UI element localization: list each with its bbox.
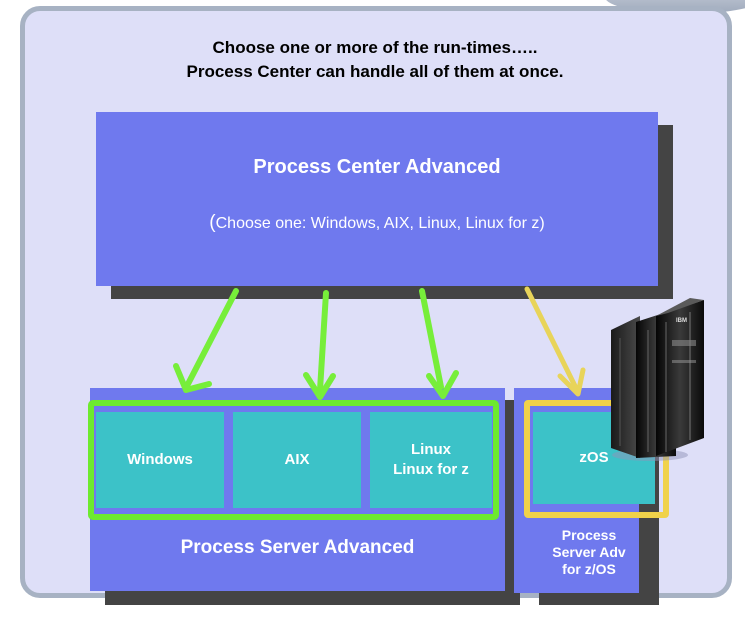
diagram-title: Choose one or more of the run-times….. P… — [80, 36, 670, 84]
subtitle-text: Choose one: Windows, AIX, Linux, Linux f… — [215, 215, 545, 232]
arrow-to-windows — [173, 288, 239, 393]
process-center-title: Process Center Advanced — [253, 156, 501, 178]
runtime-windows: Windows — [96, 412, 224, 508]
runtime-linux-line-2: Linux for z — [393, 461, 469, 478]
zos-server-label-line-3: for z/OS — [562, 561, 616, 577]
arrow-to-aix — [303, 290, 336, 400]
distributed-runtimes-highlight — [88, 400, 499, 520]
process-server-label: Process Server Advanced — [180, 537, 415, 558]
subtitle-paren: ( — [209, 212, 216, 233]
runtime-aix: AIX — [233, 412, 361, 508]
arrow-to-zos — [524, 286, 586, 397]
runtime-linux: Linux Linux for z — [370, 412, 492, 508]
arrow-to-linux — [419, 288, 459, 399]
runtime-linux-line-1: Linux — [411, 441, 451, 458]
zos-server-label: Process Server Adv for z/OS — [528, 527, 650, 578]
process-center-subtitle: (Choose one: Windows, AIX, Linux, Linux … — [96, 212, 658, 234]
zos-server-label-line-2: Server Adv — [552, 544, 626, 560]
mainframe-illustration: IBM — [611, 298, 704, 461]
title-line-1: Choose one or more of the run-times….. — [212, 38, 538, 57]
process-center-box: Process Center Advanced (Choose one: Win… — [96, 112, 658, 286]
title-line-2: Process Center can handle all of them at… — [186, 62, 564, 81]
mainframe-brand: IBM — [676, 318, 687, 324]
zos-server-label-line-1: Process — [561, 527, 617, 543]
